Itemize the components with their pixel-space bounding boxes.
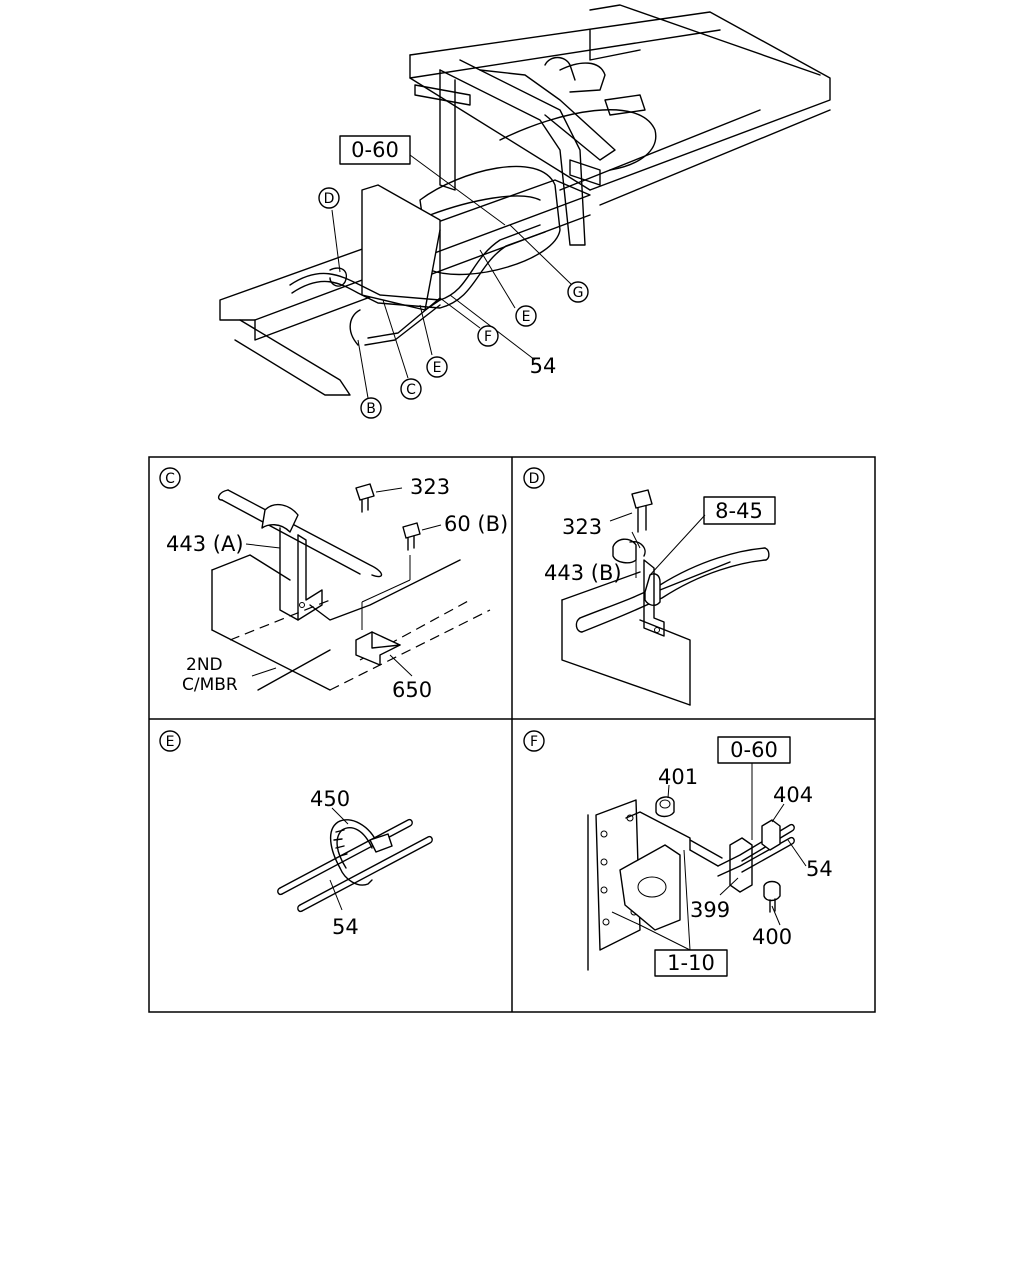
panel-c-label-443a: 443 (A) [166,532,244,556]
svg-text:C: C [406,382,416,398]
callout-g [567,281,589,303]
panel-d-label-323: 323 [562,515,602,539]
panel-d-ref-box-label: 8-45 [715,499,763,523]
part-54-label: 54 [530,354,557,378]
panel-c-member-line2: C/MBR [182,675,238,695]
panel-f-letter-circle [523,730,545,752]
panel-f-ref-box-top [717,736,791,764]
panel-f-ref-box-bottom [654,949,728,977]
callout-f [477,325,499,347]
svg-text:D: D [324,191,335,207]
panel-f-label-404: 404 [773,783,813,807]
detail-grid [148,456,876,1013]
callout-c [400,378,422,400]
svg-text:E: E [433,360,442,376]
chassis-overview [219,4,831,399]
panel-d-letter-circle [523,467,545,489]
panel-d: D 8-45 323 443 (B) [523,467,776,706]
panel-e-label-54: 54 [332,915,359,939]
panel-f-label-399: 399 [690,898,730,922]
panel-e-letter: E [166,734,175,750]
panel-f-ref-box-bottom-label: 1-10 [667,951,715,975]
ref-box-0-60 [339,135,411,165]
panel-f-label-401: 401 [658,765,698,789]
panel-d-label-443b: 443 (B) [544,561,622,585]
svg-text:F: F [484,329,492,345]
panel-c-letter: C [165,471,175,487]
svg-text:G: G [573,285,584,301]
ref-box-0-60-label: 0-60 [351,138,399,162]
svg-text:B: B [366,401,376,417]
panel-c-letter-circle [159,467,181,489]
panel-f-label-54: 54 [806,857,833,881]
panel-c-member-line1: 2ND [186,655,223,675]
panel-e-letter-circle [159,730,181,752]
overview-callouts: 0-60 D G E F E C B 54 [318,135,589,419]
panel-e: E 450 54 [159,730,433,939]
panel-c-label-323: 323 [410,475,450,499]
panel-d-ref-box [703,496,776,525]
panel-f-label-400: 400 [752,925,792,949]
panel-f: F 0-60 1-10 [523,730,833,977]
panel-f-letter: F [530,734,538,750]
svg-text:E: E [522,309,531,325]
panel-c-label-60b: 60 (B) [444,512,508,536]
callout-d [318,187,340,209]
panel-c-label-650: 650 [392,678,432,702]
callout-e-lower [426,356,448,378]
callout-e-upper [515,305,537,327]
panel-e-label-450: 450 [310,787,350,811]
panel-d-letter: D [529,471,540,487]
panel-c: C 32 [159,467,508,702]
callout-b [360,397,382,419]
panel-f-ref-box-top-label: 0-60 [730,738,778,762]
